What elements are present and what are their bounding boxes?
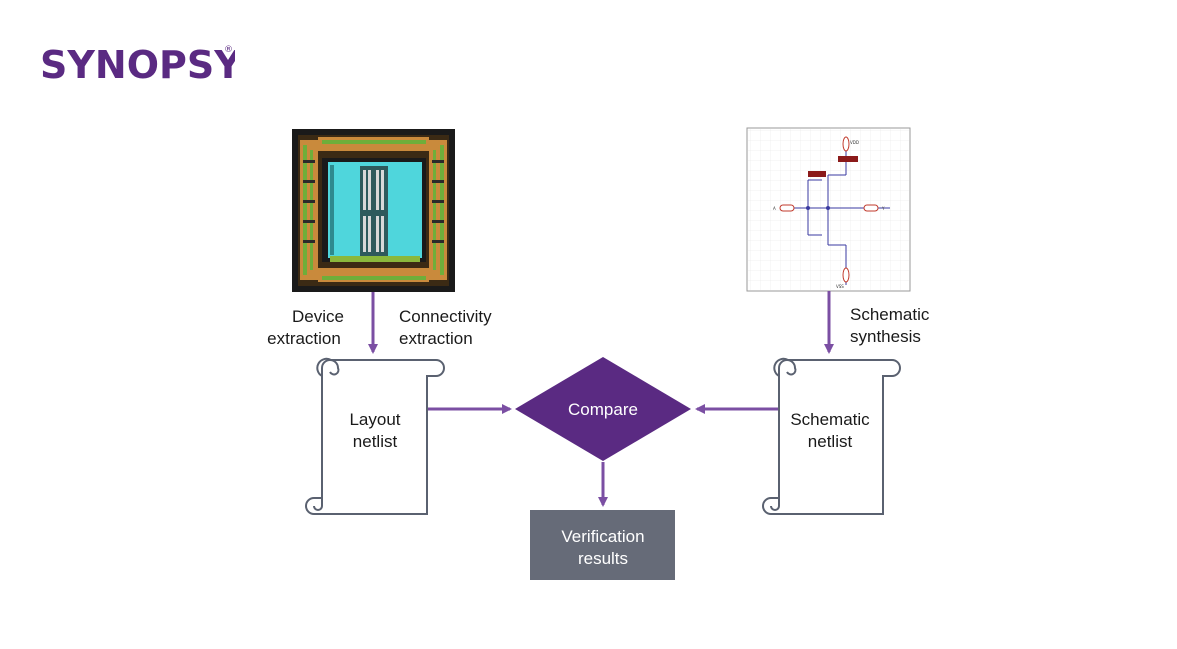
compare-label: Compare: [568, 400, 638, 419]
schematic-vss-label: VSS: [836, 284, 844, 289]
circuit-schematic-image: VDD VSS A Y: [746, 127, 911, 292]
compare-diamond: Compare: [515, 357, 691, 461]
synopsys-logo: SYNOPSYS ®: [40, 43, 235, 87]
logo-wordmark: SYNOPSYS: [40, 43, 235, 87]
schematic-netlist-scroll: Schematic netlist: [762, 357, 901, 515]
chip-layout-image: [292, 129, 455, 292]
connectivity-extraction-label-line1: Connectivity: [399, 307, 492, 326]
schematic-output-label: Y: [881, 206, 885, 211]
layout-netlist-label-line2: netlist: [353, 432, 398, 451]
results-label-line1: Verification: [561, 527, 644, 546]
layout-netlist-scroll: Layout netlist: [305, 357, 445, 515]
registered-mark: ®: [224, 45, 233, 55]
schematic-netlist-label-line1: Schematic: [790, 410, 870, 429]
schematic-synthesis-label-line2: synthesis: [850, 327, 921, 346]
results-label-line2: results: [578, 549, 628, 568]
schematic-input-label: A: [773, 206, 776, 211]
schematic-synthesis-label-line1: Schematic: [850, 305, 930, 324]
layout-netlist-label-line1: Layout: [349, 410, 400, 429]
connectivity-extraction-label-line2: extraction: [399, 329, 473, 348]
schematic-netlist-label-line2: netlist: [808, 432, 853, 451]
device-extraction-label-line1: Device: [292, 307, 344, 326]
schematic-vdd-label: VDD: [850, 140, 859, 145]
device-extraction-label-line2: extraction: [267, 329, 341, 348]
verification-results-box: Verification results: [530, 510, 675, 580]
